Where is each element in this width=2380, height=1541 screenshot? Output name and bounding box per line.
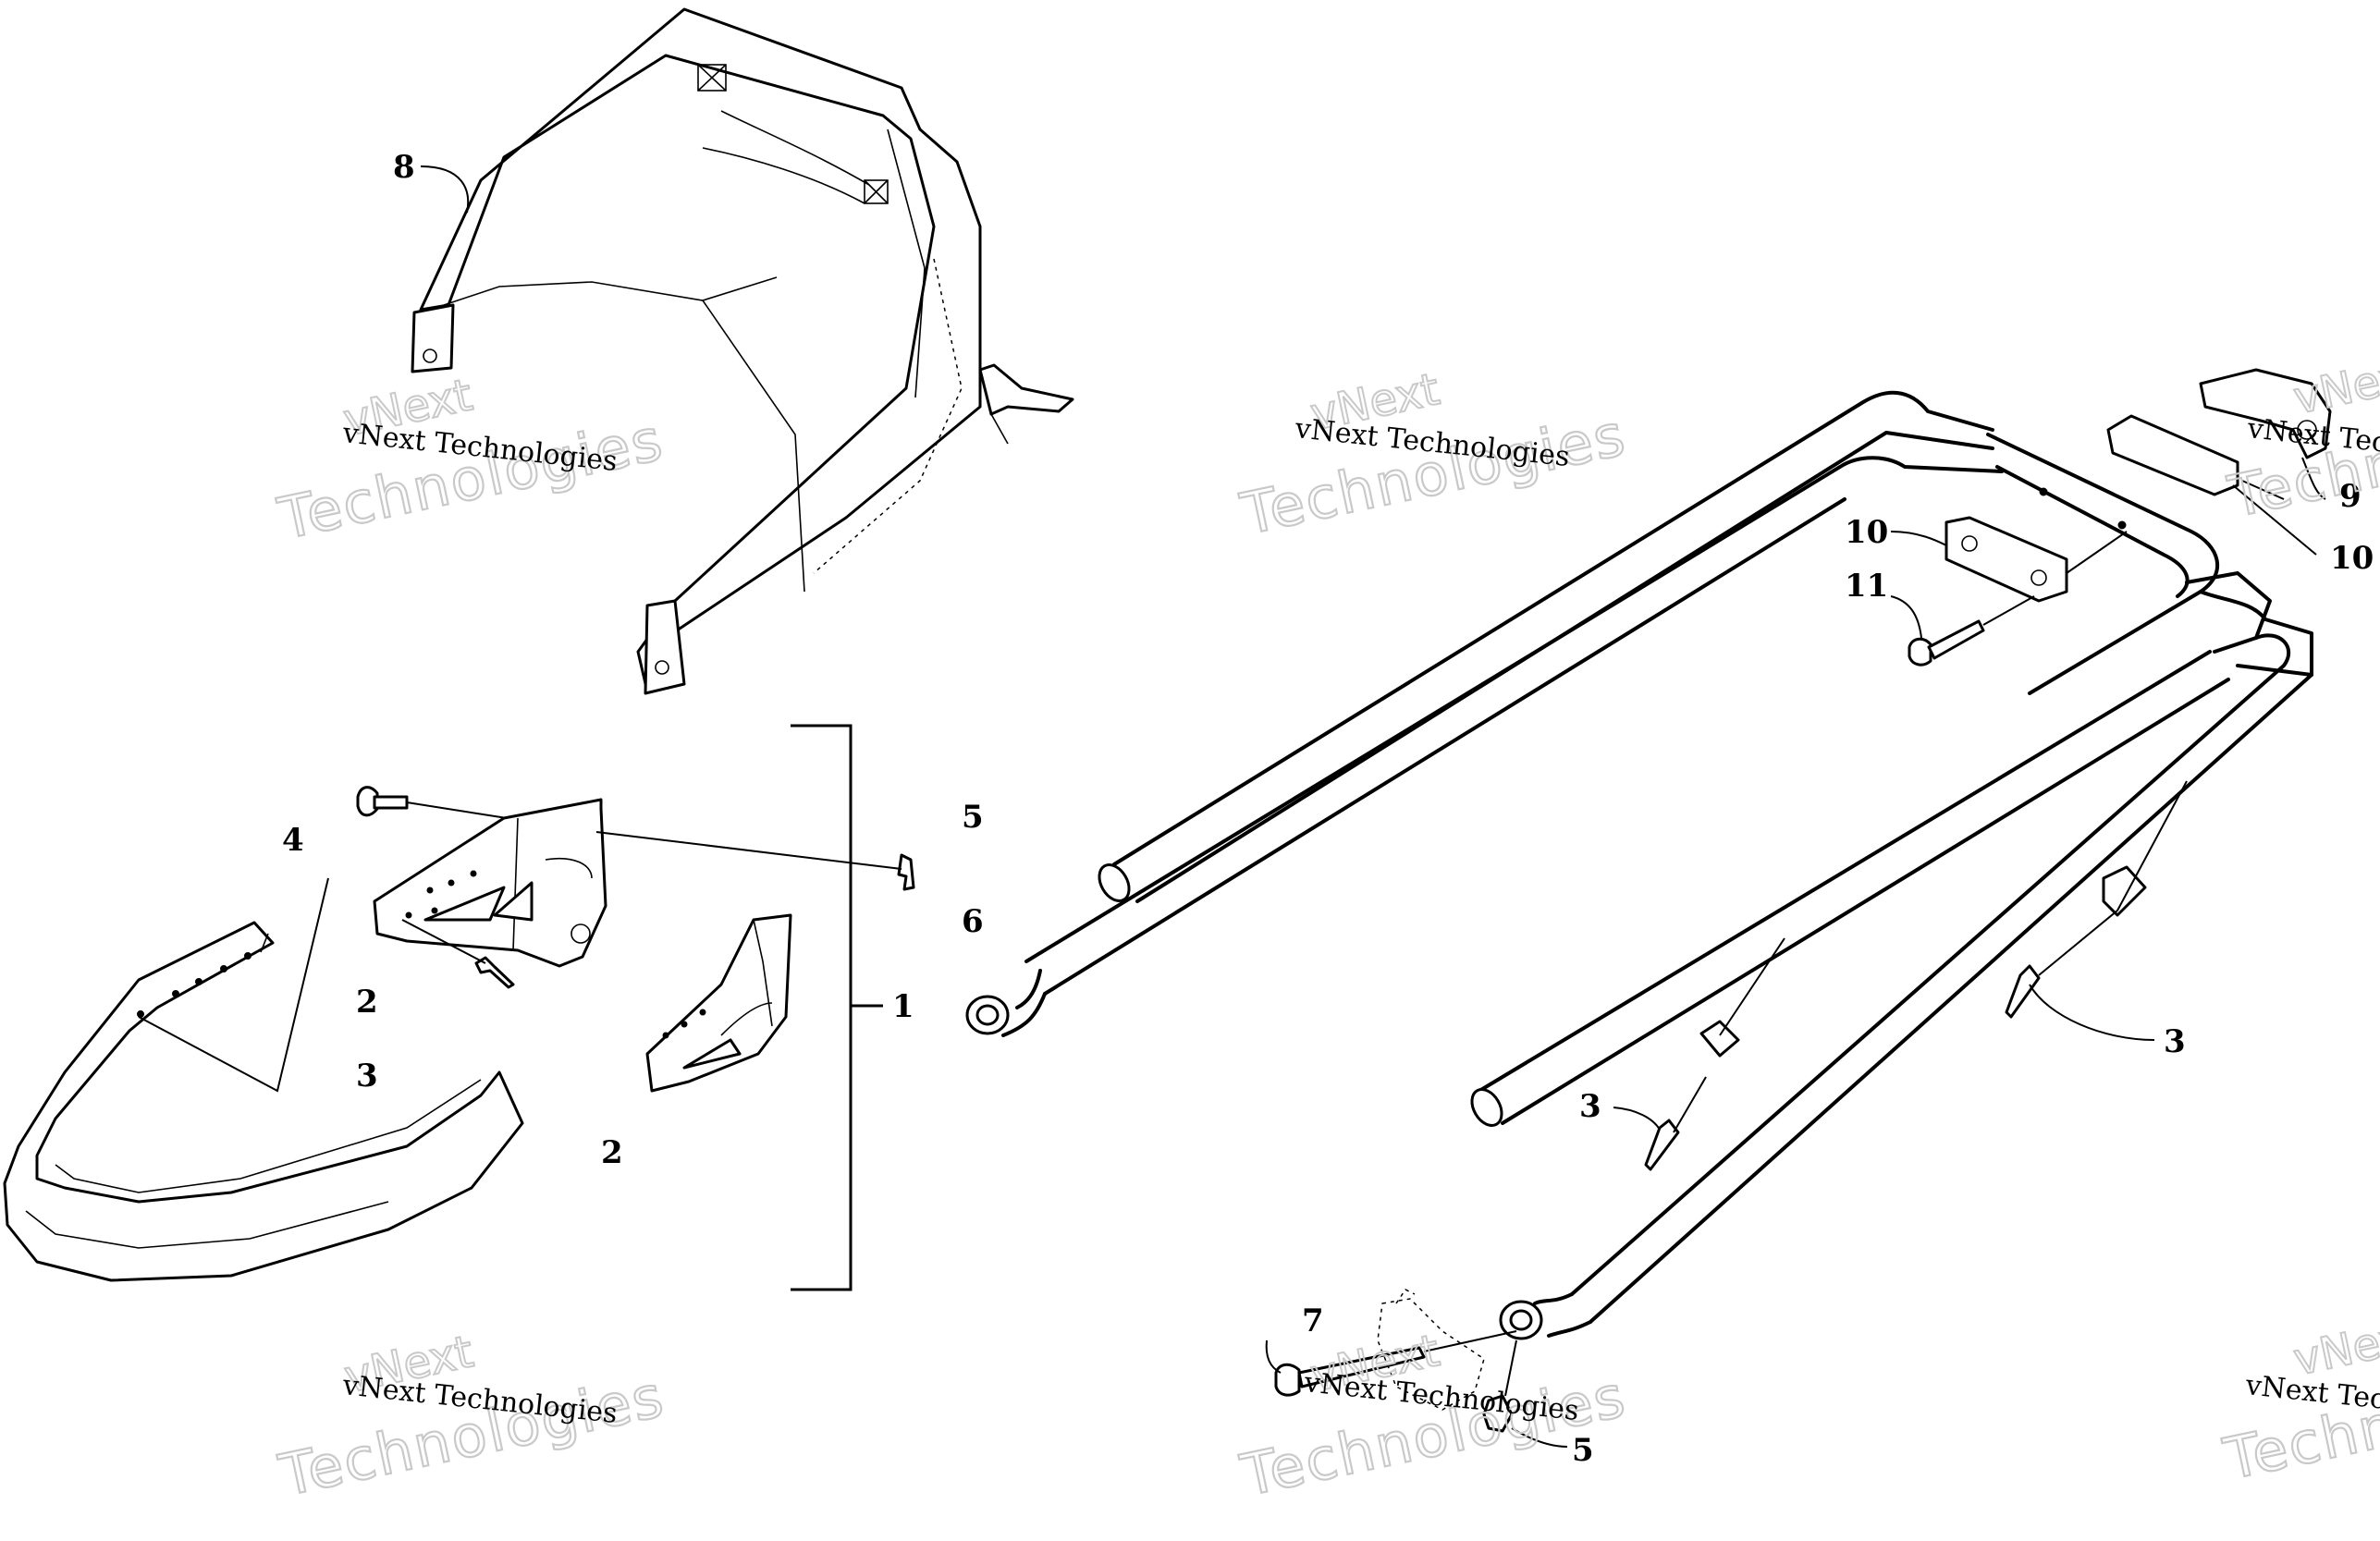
callout-3: 3 — [1579, 1088, 1601, 1125]
windshield-part — [411, 7, 1074, 695]
callout-6: 6 — [962, 903, 984, 940]
bar-assembly-part — [965, 390, 2313, 1340]
callout-5: 5 — [962, 799, 984, 836]
group-bracket-1 — [791, 724, 883, 1291]
clip-part-3-right — [2005, 780, 2188, 1041]
bumper-bracket-lower — [645, 913, 792, 1093]
callout-1: 1 — [892, 988, 914, 1025]
front-bumper-part — [3, 877, 524, 1282]
callout-11: 11 — [1845, 568, 1888, 605]
clamp-part-10 — [1890, 484, 2317, 603]
callout-7: 7 — [1302, 1303, 1324, 1339]
bumper-bracket-upper — [373, 798, 607, 968]
callout-8: 8 — [393, 149, 415, 186]
cotter-pin-part-3a — [401, 919, 515, 989]
callout-10: 10 — [2330, 540, 2374, 577]
svg-text:vNext: vNext — [2289, 347, 2380, 424]
bolt-part-7 — [1265, 1289, 1517, 1411]
svg-text:Technologies: Technologies — [273, 406, 669, 553]
callout-2: 2 — [601, 1134, 623, 1171]
callout-5: 5 — [1572, 1432, 1594, 1469]
mount-bracket-part-9 — [2106, 368, 2332, 500]
callout-3: 3 — [356, 1058, 378, 1095]
bolt-part-11 — [1890, 595, 2035, 667]
bolt-part-4 — [356, 786, 508, 819]
callout-3: 3 — [2164, 1023, 2186, 1060]
callout-9: 9 — [2339, 478, 2362, 515]
clip-part-5a — [595, 831, 915, 891]
clip-part-5b — [1482, 1339, 1568, 1448]
callout-labels: 8 4 5 1 2 3 2 6 10 11 9 10 3 3 7 5 — [282, 149, 2374, 1469]
clip-part-3-mid — [1613, 937, 1785, 1171]
callout-2: 2 — [356, 984, 378, 1021]
svg-text:Technologies: Technologies — [1235, 400, 1632, 547]
callout-4: 4 — [282, 822, 304, 859]
callout-10: 10 — [1845, 514, 1888, 551]
